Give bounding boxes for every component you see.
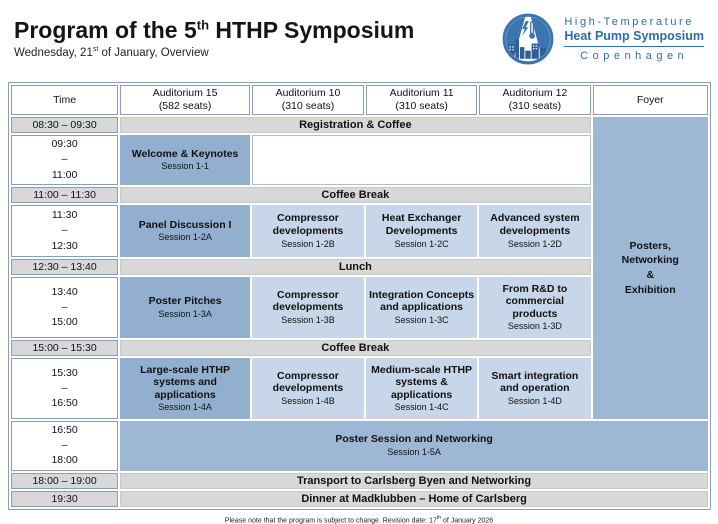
row-keynotes: 09:30–11:00 Welcome & Keynotes Session 1…	[11, 135, 708, 185]
lightning-bolt-glyph	[522, 21, 530, 37]
city-spotlight-circle-icon	[502, 13, 554, 65]
time-cell-coffee-2: 15:00 – 15:30	[11, 339, 119, 356]
foyer-line: Exhibition	[624, 283, 676, 296]
col-header-auditorium-12: Auditorium 12(310 seats)	[479, 85, 591, 116]
session-cell-1-3a: Poster Pitches Session 1-3A	[120, 276, 250, 338]
row-registration: 08:30 – 09:30 Registration & Coffee Post…	[11, 117, 708, 419]
row-session-block-3: 13:40–15:00 Poster Pitches Session 1-3A …	[11, 276, 708, 338]
row-coffee-break-1: 11:00 – 11:30 Coffee Break	[11, 186, 708, 203]
title-block: Program of the 5th HTHP Symposium Wednes…	[14, 12, 414, 59]
page-title: Program of the 5th HTHP Symposium	[14, 17, 415, 43]
session-cell-1-4d: Smart integration and operation Session …	[479, 357, 591, 419]
time-cell-dinner: 19:30	[11, 490, 119, 507]
footnote: Please note that the program is subject …	[224, 514, 494, 524]
logo-line-heat-pump-symposium: Heat Pump Symposium	[564, 28, 704, 47]
col-header-time: Time	[11, 85, 119, 116]
session-cell-1-2c: Heat Exchanger Developments Session 1-2C	[365, 204, 478, 257]
foyer-line: Networking	[621, 254, 679, 267]
session-cell-1-2b: Compressor developments Session 1-2B	[252, 204, 364, 257]
session-cell-1-3b: Compressor developments Session 1-3B	[252, 276, 364, 338]
logo-line-high-temperature: High-Temperature	[564, 16, 695, 28]
time-cell-keynotes: 09:30–11:00	[11, 135, 119, 185]
time-cell-block-3: 13:40–15:00	[11, 276, 119, 338]
time-cell-registration: 08:30 – 09:30	[11, 117, 119, 134]
break-dinner: Dinner at Madklubben – Home of Carlsberg	[120, 490, 708, 507]
time-cell-coffee-1: 11:00 – 11:30	[11, 186, 119, 203]
program-table-wrapper: Time Auditorium 15(582 seats) Auditorium…	[8, 82, 711, 510]
time-cell-transport: 18:00 – 19:00	[11, 472, 119, 489]
row-coffee-break-2: 15:00 – 15:30 Coffee Break	[11, 339, 708, 356]
session-cell-1-3c: Integration Concepts and applications Se…	[365, 276, 478, 338]
break-coffee-1: Coffee Break	[120, 186, 591, 203]
session-cell-1-4c: Medium-scale HTHP systems & applications…	[365, 357, 478, 419]
empty-cell	[252, 135, 591, 185]
col-header-foyer: Foyer	[592, 85, 708, 116]
row-dinner: 19:30 Dinner at Madklubben – Home of Car…	[11, 490, 708, 507]
break-registration-coffee: Registration & Coffee	[120, 117, 591, 134]
session-cell-1-3d: From R&D to commercial products Session …	[479, 276, 591, 338]
time-cell-block-2: 11:30–12:30	[11, 204, 119, 257]
break-coffee-2: Coffee Break	[120, 339, 591, 356]
row-transport: 18:00 – 19:00 Transport to Carlsberg Bye…	[11, 472, 708, 489]
symposium-logo: High-Temperature Heat Pump Symposium Cop…	[501, 12, 708, 66]
header-row: Time Auditorium 15(582 seats) Auditorium…	[11, 85, 708, 116]
session-cell-1-4b: Compressor developments Session 1-4B	[252, 357, 364, 419]
foyer-line: Posters,	[629, 239, 671, 252]
time-cell-block-4: 15:30–16:50	[11, 357, 119, 419]
col-header-auditorium-11: Auditorium 11(310 seats)	[365, 85, 478, 116]
col-header-auditorium-15: Auditorium 15(582 seats)	[120, 85, 250, 116]
break-lunch: Lunch	[120, 258, 591, 275]
document-header: Program of the 5th HTHP Symposium Wednes…	[0, 0, 718, 66]
session-cell-1-2a: Panel Discussion I Session 1-2A	[120, 204, 250, 257]
session-cell-1-4a: Large-scale HTHP systems and application…	[120, 357, 250, 419]
row-poster-session: 16:50–18:00 Poster Session and Networkin…	[11, 420, 708, 471]
page-subtitle: Wednesday, 21st of January, Overview	[14, 46, 209, 60]
logo-text: High-Temperature Heat Pump Symposium Cop…	[564, 16, 704, 62]
break-transport: Transport to Carlsberg Byen and Networki…	[120, 472, 708, 489]
session-cell-1-5a: Poster Session and Networking Session 1-…	[120, 420, 708, 471]
foyer-merged-cell: Posters, Networking & Exhibition	[592, 117, 708, 419]
row-lunch: 12:30 – 13:40 Lunch	[11, 258, 708, 275]
foyer-line: &	[646, 269, 655, 282]
program-table: Time Auditorium 15(582 seats) Auditorium…	[9, 83, 710, 509]
time-cell-lunch: 12:30 – 13:40	[11, 258, 119, 275]
col-header-auditorium-10: Auditorium 10(310 seats)	[252, 85, 364, 116]
session-cell-1-1: Welcome & Keynotes Session 1-1	[120, 135, 250, 185]
logo-line-copenhagen: Copenhagen	[580, 50, 689, 62]
row-session-block-2: 11:30–12:30 Panel Discussion I Session 1…	[11, 204, 708, 257]
time-cell-poster-session: 16:50–18:00	[11, 420, 119, 471]
session-cell-1-2d: Advanced system developments Session 1-2…	[479, 204, 591, 257]
row-session-block-4: 15:30–16:50 Large-scale HTHP systems and…	[11, 357, 708, 419]
